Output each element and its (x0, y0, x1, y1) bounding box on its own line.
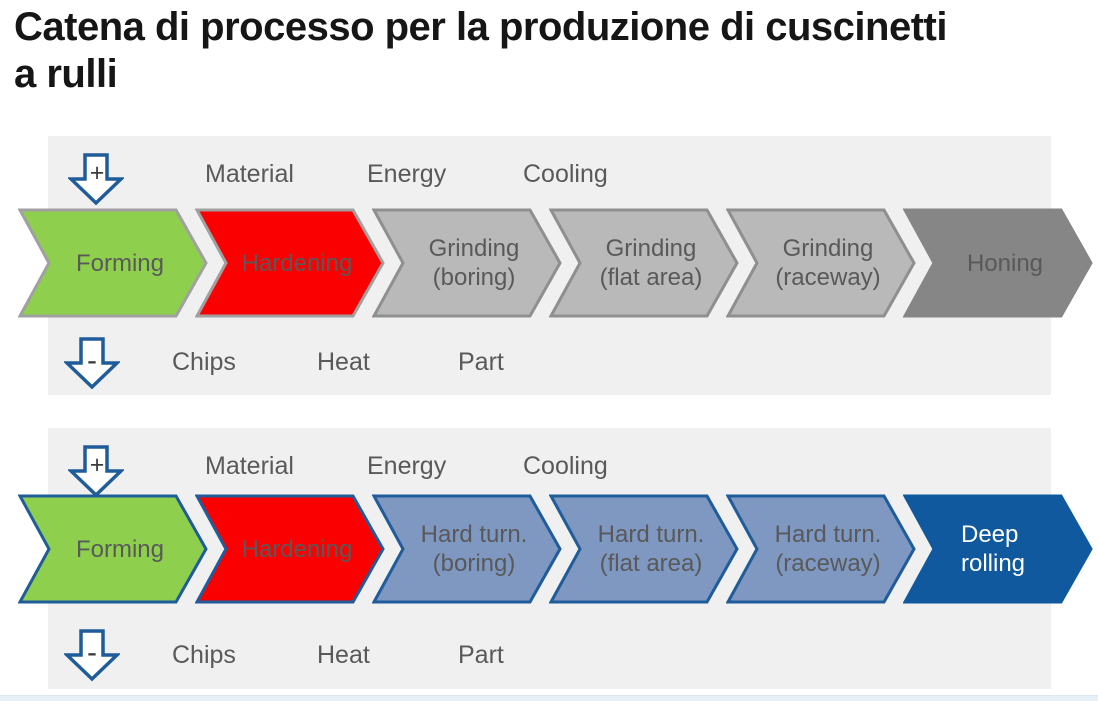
chevron-shape (903, 494, 1093, 604)
minus-sign: - (87, 344, 97, 377)
input-label-cooling: Cooling (523, 160, 608, 188)
step-hard-turn-flat-area: Hard turn.(flat area) (549, 494, 739, 604)
step-forming: Forming (18, 208, 208, 318)
arrow-down-icon: - (64, 337, 120, 390)
step-label: Forming (75, 249, 165, 277)
footer-strip (0, 695, 1098, 701)
chevron-shape (372, 494, 562, 604)
chevron-shape (549, 208, 739, 318)
step-grinding-raceway: Grinding(raceway) (726, 208, 916, 318)
step-grinding-flat-area: Grinding(flat area) (549, 208, 739, 318)
step-label: Honing (966, 249, 1044, 277)
step-hard-turn-boring: Hard turn.(boring) (372, 494, 562, 604)
output-label-heat: Heat (317, 641, 370, 669)
output-arrow-minus-icon: - (64, 628, 120, 682)
chevron-shape (726, 208, 916, 318)
grinding-chain-steps: Forming Hardening Grinding(boring) (0, 208, 1098, 318)
step-hardening: Hardening (195, 208, 385, 318)
input-label-material: Material (205, 160, 294, 188)
chevron-shape (903, 208, 1093, 318)
step-hard-turn-raceway: Hard turn.(raceway) (726, 494, 916, 604)
chevron-shape (372, 208, 562, 318)
chevron-shape (726, 494, 916, 604)
step-label: Hardening (241, 535, 353, 563)
step-label: Hardening (241, 249, 353, 277)
step-label: Hard turn.(flat area) (597, 521, 705, 577)
input-label-cooling: Cooling (523, 452, 608, 480)
output-arrow-minus-icon: - (64, 336, 120, 390)
chevron-shape (195, 208, 385, 318)
output-label-part: Part (458, 348, 504, 376)
step-label: Hard turn.(boring) (420, 521, 528, 577)
input-arrow-plus-icon: + (68, 444, 124, 498)
output-label-chips: Chips (172, 348, 236, 376)
chevron-shape (18, 494, 208, 604)
output-label-part: Part (458, 641, 504, 669)
step-hardening: Hardening (195, 494, 385, 604)
step-forming: Forming (18, 494, 208, 604)
step-label: Grinding(flat area) (599, 235, 703, 291)
chevron-shape (549, 494, 739, 604)
step-honing: Honing (903, 208, 1093, 318)
chevron-shape (18, 208, 208, 318)
arrow-down-icon: + (68, 153, 124, 206)
input-label-material: Material (205, 452, 294, 480)
plus-sign: + (90, 451, 105, 479)
plus-sign: + (90, 159, 105, 187)
input-label-energy: Energy (367, 160, 447, 188)
hard-turning-chain-steps: Forming Hardening Hard turn.(boring) (0, 494, 1098, 604)
step-grinding-boring: Grinding(boring) (372, 208, 562, 318)
step-label: Forming (75, 535, 165, 563)
arrow-down-icon: - (64, 629, 120, 682)
input-arrow-plus-icon: + (68, 152, 124, 206)
step-label: Hard turn.(raceway) (774, 521, 882, 577)
arrow-down-icon: + (68, 445, 124, 498)
output-label-heat: Heat (317, 348, 370, 376)
page-title: Catena di processo per la produzione di … (14, 5, 947, 96)
chevron-shape (195, 494, 385, 604)
minus-sign: - (87, 636, 97, 669)
input-label-energy: Energy (367, 452, 447, 480)
step-label: Grinding(raceway) (775, 235, 881, 291)
step-label: Grinding(boring) (428, 235, 520, 291)
output-label-chips: Chips (172, 641, 236, 669)
